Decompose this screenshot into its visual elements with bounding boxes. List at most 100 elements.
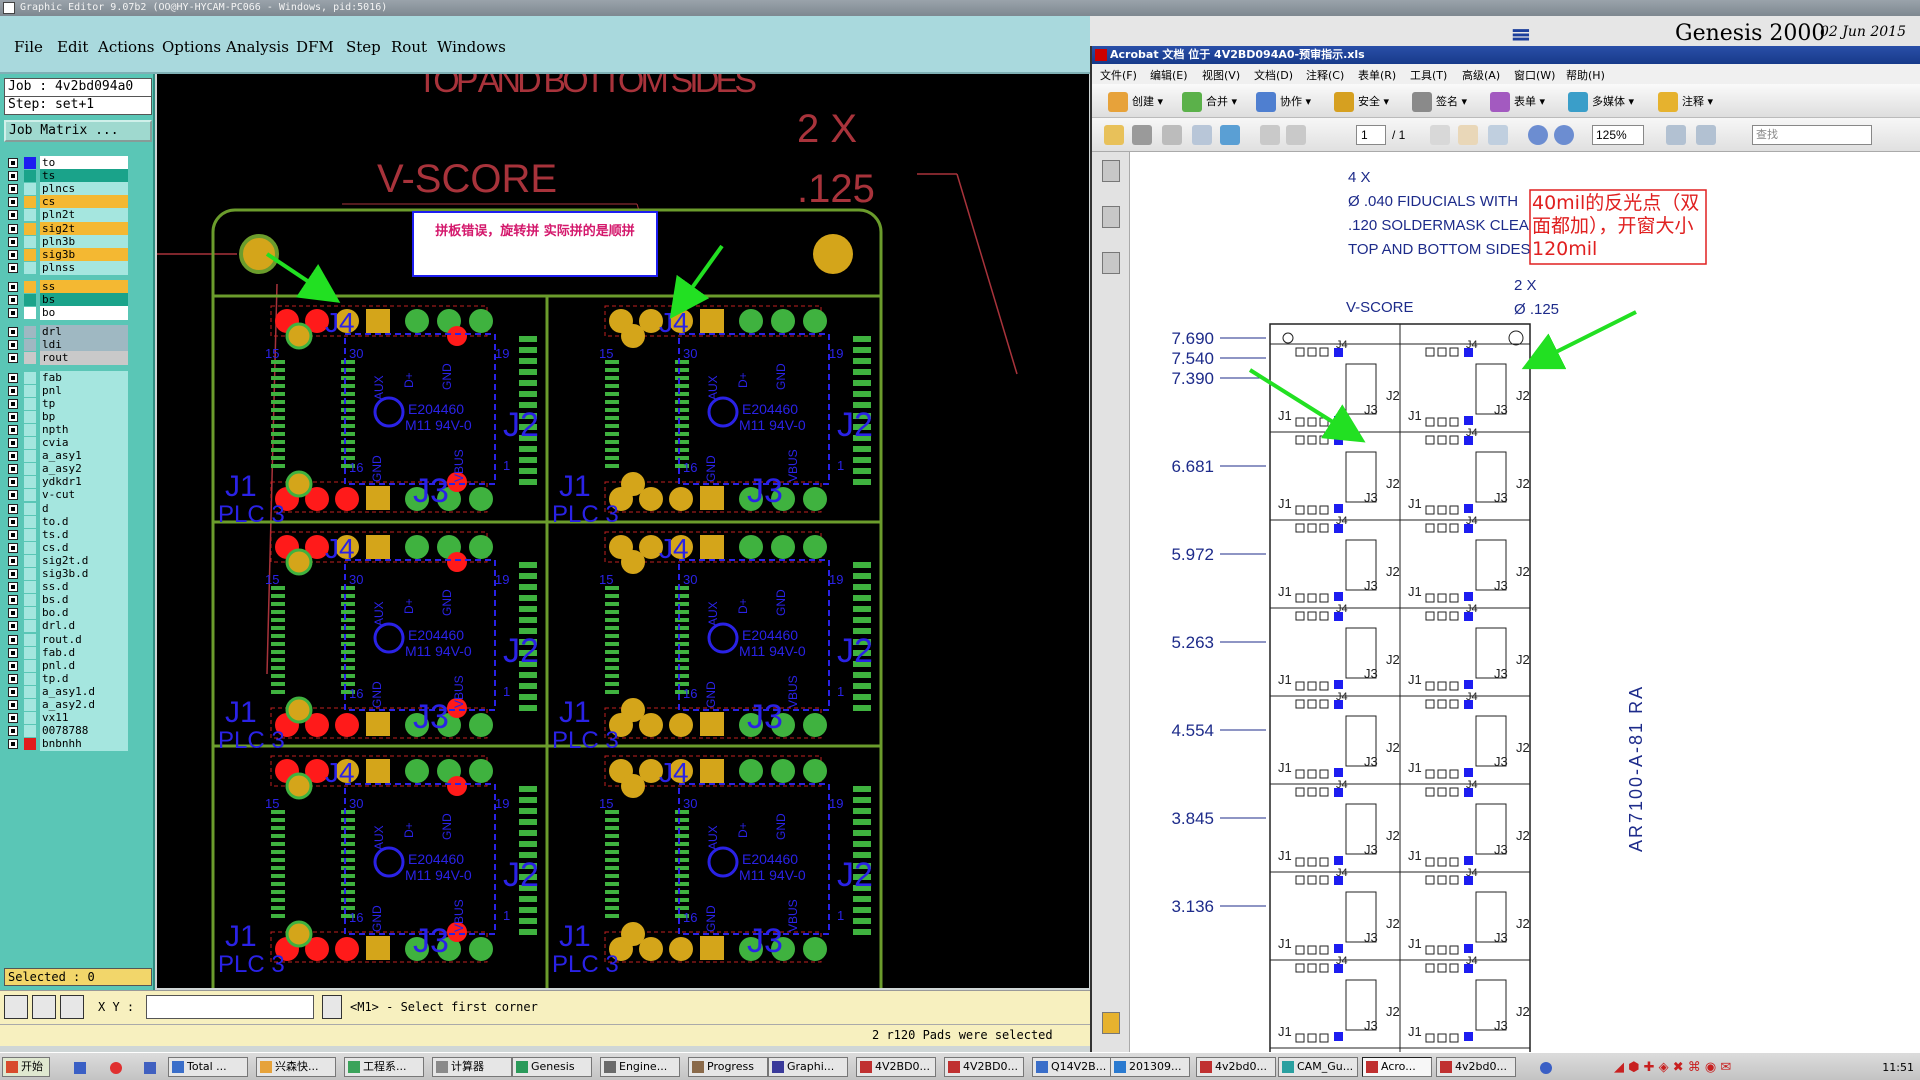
- layer-row-cs[interactable]: cs: [6, 195, 128, 210]
- smd-pad[interactable]: [605, 906, 619, 910]
- smd-pad[interactable]: [341, 408, 355, 412]
- menu-edit[interactable]: Edit: [57, 38, 89, 56]
- quicklaunch-icon[interactable]: [74, 1062, 86, 1074]
- smd-pad[interactable]: [271, 432, 285, 436]
- edge-pad[interactable]: [519, 683, 537, 689]
- smd-pad[interactable]: [271, 376, 285, 380]
- smd-pad[interactable]: [675, 682, 689, 686]
- smd-pad[interactable]: [675, 882, 689, 886]
- edge-pad[interactable]: [519, 391, 537, 397]
- edge-pad[interactable]: [853, 457, 871, 463]
- layer-row-d[interactable]: d: [6, 501, 128, 516]
- acro-menu-advanced[interactable]: 高级(A): [1462, 69, 1501, 82]
- smd-pad[interactable]: [341, 376, 355, 380]
- smd-pad[interactable]: [675, 464, 689, 468]
- smd-pad[interactable]: [605, 594, 619, 598]
- edge-pad[interactable]: [519, 573, 537, 579]
- edge-pad[interactable]: [519, 797, 537, 803]
- square-pad[interactable]: [366, 759, 390, 783]
- smd-pad[interactable]: [605, 626, 619, 630]
- edge-pad[interactable]: [853, 650, 871, 656]
- round-pad[interactable]: [285, 696, 313, 724]
- web-icon[interactable]: [1220, 125, 1240, 145]
- taskbar-item[interactable]: Acro...: [1362, 1057, 1432, 1077]
- edge-pad[interactable]: [853, 468, 871, 474]
- round-pad[interactable]: [447, 922, 467, 942]
- smd-pad[interactable]: [271, 690, 285, 694]
- edge-pad[interactable]: [519, 435, 537, 441]
- layer-row-bo.d[interactable]: bo.d: [6, 606, 128, 621]
- edge-pad[interactable]: [519, 819, 537, 825]
- smd-pad[interactable]: [675, 400, 689, 404]
- edge-pad[interactable]: [519, 457, 537, 463]
- round-pad[interactable]: [639, 713, 663, 737]
- taskbar-item[interactable]: Engine...: [600, 1057, 680, 1077]
- layer-checkbox[interactable]: [8, 634, 18, 645]
- edge-pad[interactable]: [853, 446, 871, 452]
- layer-row-0078788[interactable]: 0078788: [6, 724, 128, 739]
- smd-pad[interactable]: [271, 602, 285, 606]
- layer-checkbox[interactable]: [8, 673, 18, 684]
- smd-pad[interactable]: [675, 424, 689, 428]
- menu-rout[interactable]: Rout: [391, 38, 428, 56]
- edge-pad[interactable]: [519, 896, 537, 902]
- edge-pad[interactable]: [519, 639, 537, 645]
- layer-checkbox[interactable]: [8, 281, 18, 292]
- pages-icon[interactable]: [1102, 160, 1120, 182]
- smd-pad[interactable]: [271, 400, 285, 404]
- smd-pad[interactable]: [605, 674, 619, 678]
- multimedia-button[interactable]: 多媒体 ▾: [1566, 92, 1634, 112]
- layer-checkbox[interactable]: [8, 464, 18, 475]
- layer-row-bo[interactable]: bo: [6, 306, 128, 321]
- square-pad[interactable]: [366, 712, 390, 736]
- round-pad[interactable]: [285, 548, 313, 576]
- layer-checkbox[interactable]: [8, 726, 18, 737]
- acro-menu-view[interactable]: 视图(V): [1202, 69, 1241, 82]
- smd-pad[interactable]: [675, 634, 689, 638]
- layer-row-pln3b[interactable]: pln3b: [6, 234, 128, 249]
- round-pad[interactable]: [335, 309, 359, 333]
- menu-file[interactable]: File: [14, 38, 43, 56]
- layer-row-a_asy2[interactable]: a_asy2: [6, 462, 128, 477]
- acro-menu-tools[interactable]: 工具(T): [1410, 69, 1448, 82]
- edge-pad[interactable]: [853, 786, 871, 792]
- layer-row-rout.d[interactable]: rout.d: [6, 632, 128, 647]
- smd-pad[interactable]: [675, 432, 689, 436]
- smd-pad[interactable]: [271, 658, 285, 662]
- round-pad[interactable]: [621, 698, 645, 722]
- tooling-hole[interactable]: [813, 234, 853, 274]
- round-pad[interactable]: [305, 759, 329, 783]
- smd-pad[interactable]: [341, 400, 355, 404]
- smd-pad[interactable]: [605, 850, 619, 854]
- smd-pad[interactable]: [675, 384, 689, 388]
- smd-pad[interactable]: [605, 440, 619, 444]
- layer-row-drl.d[interactable]: drl.d: [6, 619, 128, 634]
- smd-pad[interactable]: [341, 456, 355, 460]
- acro-menu-comment[interactable]: 注释(C): [1306, 69, 1345, 82]
- smd-pad[interactable]: [271, 826, 285, 830]
- smd-pad[interactable]: [341, 464, 355, 468]
- smd-pad[interactable]: [605, 898, 619, 902]
- graphic-canvas[interactable]: TOP AND BOTTOM SIDES V-SCORE 2 X .125 J1…: [157, 74, 1089, 988]
- select-text-icon[interactable]: [1430, 125, 1450, 145]
- pcb-view[interactable]: TOP AND BOTTOM SIDES V-SCORE 2 X .125 J1…: [157, 74, 1089, 988]
- edge-pad[interactable]: [519, 402, 537, 408]
- smd-pad[interactable]: [605, 384, 619, 388]
- smd-pad[interactable]: [675, 368, 689, 372]
- edge-pad[interactable]: [853, 380, 871, 386]
- edge-pad[interactable]: [519, 786, 537, 792]
- smd-pad[interactable]: [675, 408, 689, 412]
- smd-pad[interactable]: [341, 602, 355, 606]
- round-pad[interactable]: [739, 535, 763, 559]
- help-icon[interactable]: [1540, 1062, 1552, 1074]
- smd-pad[interactable]: [271, 810, 285, 814]
- menu-analysis[interactable]: Analysis: [226, 38, 289, 56]
- smd-pad[interactable]: [605, 424, 619, 428]
- round-pad[interactable]: [771, 487, 795, 511]
- edge-pad[interactable]: [519, 830, 537, 836]
- smd-pad[interactable]: [675, 448, 689, 452]
- fit-width-icon[interactable]: [1696, 125, 1716, 145]
- combine-button[interactable]: 合并 ▾: [1180, 92, 1237, 112]
- layer-checkbox[interactable]: [8, 686, 18, 697]
- layer-checkbox[interactable]: [8, 503, 18, 514]
